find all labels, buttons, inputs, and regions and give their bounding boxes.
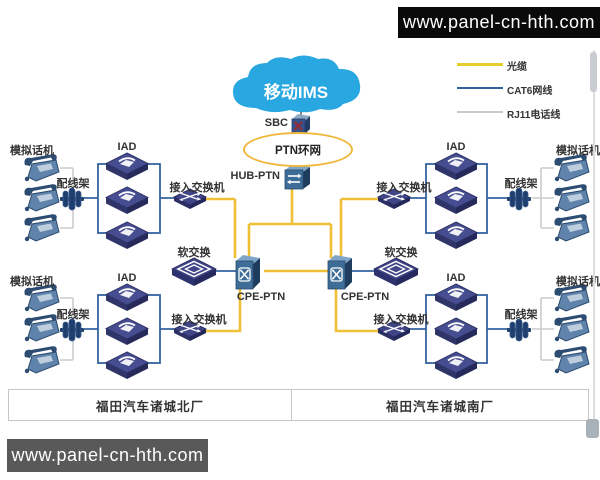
iad-icon (105, 283, 149, 311)
patch-panel-se-label: 配线架 (504, 309, 538, 321)
iad-icon (434, 317, 478, 345)
iad-icon (434, 351, 478, 379)
access-switch-ne-icon (377, 188, 411, 209)
legend-rj11-line (457, 111, 503, 113)
hub-ptn-label: HUB-PTN (230, 170, 281, 182)
plant-label-bar: 福田汽车诸城北厂 福田汽车诸城南厂 (8, 389, 589, 421)
legend-rj11-label: RJ11电话线 (507, 110, 561, 121)
iad-icon (105, 351, 149, 379)
access-switch-ne-label: 接入交换机 (376, 182, 432, 194)
plant-north-label: 福田汽车诸城北厂 (9, 390, 292, 420)
access-switch-sw-label: 接入交换机 (171, 314, 227, 326)
iad-group-nw-label: IAD (117, 141, 137, 153)
watermark-top-text: www.panel-cn-hth.com (402, 12, 596, 32)
analog-phone-icon (24, 154, 60, 182)
patch-panel-ne-label: 配线架 (504, 178, 538, 190)
iad-icon (434, 186, 478, 214)
analog-phone-icon (24, 346, 60, 374)
rj11-lines (60, 167, 554, 361)
scrollbar-track[interactable] (593, 50, 595, 436)
cpe-ptn-left-icon (235, 255, 260, 290)
iad-icon (434, 152, 478, 180)
iad-group-sw-label: IAD (117, 272, 137, 284)
softswitch-right-label: 软交换 (384, 247, 418, 259)
access-switch-sw-icon (173, 320, 207, 341)
watermark-bottom: www.panel-cn-hth.com (7, 439, 208, 472)
phones-nw-label: 模拟话机 (10, 145, 54, 157)
iad-group-se-label: IAD (446, 272, 466, 284)
analog-phone-icon (554, 184, 590, 212)
phones-se-label: 模拟话机 (556, 276, 600, 288)
patch-panel-sw-label: 配线架 (56, 309, 90, 321)
access-switch-se-label: 接入交换机 (373, 314, 429, 326)
scrollbar-thumb[interactable] (590, 52, 597, 92)
softswitch-right-icon (373, 257, 419, 286)
patch-panel-icon (507, 318, 531, 342)
cpe-ptn-right-label: CPE-PTN (340, 291, 390, 303)
analog-phone-icon (554, 284, 590, 312)
access-switch-se-icon (377, 320, 411, 341)
ptn-ring-label: PTN环网 (275, 144, 321, 157)
sbc-icon (291, 114, 310, 135)
watermark-bottom-text: www.panel-cn-hth.com (11, 445, 204, 465)
ims-cloud-icon (232, 55, 361, 113)
cpe-ptn-left-label: CPE-PTN (236, 291, 286, 303)
patch-panel-nw-label: 配线架 (56, 178, 90, 190)
phones-ne-label: 模拟话机 (556, 145, 600, 157)
iad-icon (105, 221, 149, 249)
analog-phone-icon (24, 314, 60, 342)
patch-panel-icon (507, 187, 531, 211)
iad-icon (105, 152, 149, 180)
plant-south-label: 福田汽车诸城南厂 (385, 399, 494, 414)
access-switch-nw-icon (173, 188, 207, 209)
softswitch-left-label: 软交换 (177, 247, 211, 259)
iad-icon (434, 283, 478, 311)
scrollbar-corner (586, 419, 599, 438)
patch-panel-icon (60, 318, 84, 342)
phones-sw-label: 模拟话机 (10, 276, 54, 288)
access-switch-nw-label: 接入交换机 (169, 182, 225, 194)
sbc-label: SBC (264, 117, 288, 129)
analog-phone-icon (554, 346, 590, 374)
analog-phone-icon (24, 284, 60, 312)
legend-cat6-line (457, 87, 503, 90)
ims-cloud-label: 移动IMS (263, 83, 329, 102)
ptn-ring-ellipse: PTN环网 (243, 132, 353, 167)
softswitch-left-icon (171, 257, 217, 286)
patch-panel-icon (60, 187, 84, 211)
iad-group-ne-label: IAD (446, 141, 466, 153)
analog-phone-icon (24, 214, 60, 242)
iad-icon (434, 221, 478, 249)
cpe-ptn-right-icon (327, 255, 352, 290)
analog-phone-icon (24, 184, 60, 212)
analog-phone-icon (554, 314, 590, 342)
watermark-top: www.panel-cn-hth.com (398, 7, 600, 38)
analog-phone-icon (554, 154, 590, 182)
legend-fiber-label: 光缆 (507, 62, 527, 73)
iad-icon (105, 186, 149, 214)
analog-phone-icon (554, 214, 590, 242)
legend-fiber-line (457, 63, 503, 66)
iad-icon (105, 317, 149, 345)
legend-cat6-label: CAT6网线 (507, 86, 553, 97)
